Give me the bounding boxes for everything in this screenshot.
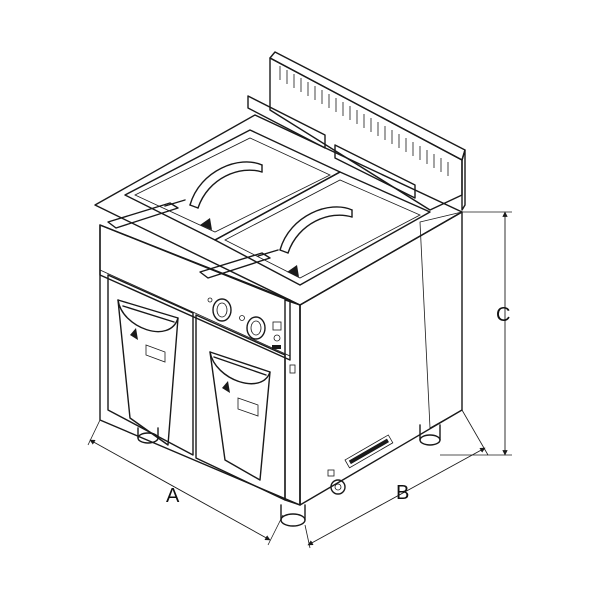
basket-hanger-left [247, 95, 326, 149]
basket-hanger-right [334, 144, 416, 199]
control-fascia [99, 224, 291, 361]
basket-handle-right [199, 249, 279, 279]
control-knob-icon [246, 316, 266, 340]
dimension-label-b: B [396, 482, 409, 504]
door-right [195, 314, 286, 501]
door-left [107, 274, 194, 456]
side-shade [419, 211, 463, 429]
dimension-a: A [87, 419, 284, 546]
warning-triangle-icon [287, 265, 299, 277]
dimension-label-a: A [166, 485, 180, 507]
dimension-b: B [304, 409, 489, 549]
right-side-panel [299, 211, 463, 506]
indicator-light [207, 297, 213, 303]
warning-triangle-icon [200, 218, 212, 230]
fry-well-right [214, 171, 431, 286]
gas-connector-icon [327, 469, 346, 495]
front-panel [99, 224, 301, 506]
warning-triangle-icon [222, 381, 230, 393]
rating-plate [344, 434, 394, 469]
control-knob-icon [212, 298, 232, 322]
chimney-backsplash [269, 51, 466, 211]
indicator-light [239, 315, 245, 321]
ce-mark-icon [272, 321, 282, 349]
basket-handle-left [107, 199, 186, 229]
foot-front-right [280, 504, 306, 527]
warning-triangle-icon [130, 328, 138, 340]
fry-well-left [124, 129, 341, 241]
dimension-c: C [440, 211, 512, 456]
foot-back-right [419, 424, 441, 446]
dimension-label-c: C [496, 304, 510, 326]
chimney-vent-slots [279, 66, 449, 176]
front-right-post [284, 299, 301, 506]
